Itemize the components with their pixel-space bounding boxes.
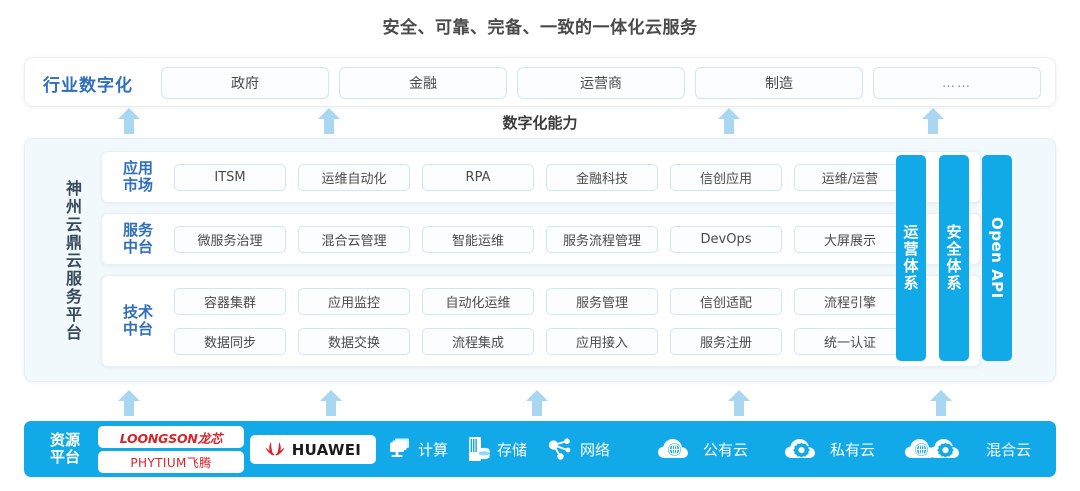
cell-itsm[interactable]: ITSM [174, 164, 286, 191]
up-arrow-icon [718, 108, 740, 134]
cell-data-sync[interactable]: 数据同步 [174, 328, 286, 355]
up-arrow-icon [118, 390, 140, 416]
page-title: 安全、可靠、完备、一致的一体化云服务 [382, 18, 698, 38]
industry-chip-carrier[interactable]: 运营商 [517, 67, 685, 99]
private-cloud-icon [785, 439, 815, 458]
band-technology-platform: 技术 中台 容器集群 应用监控 自动化运维 服务管理 信创适配 流程引擎 数据同… [101, 275, 981, 367]
industry-row: 行业数字化 政府 金融 运营商 制造 …… [24, 57, 1056, 107]
compute-icon [390, 438, 409, 457]
resource-item-private-cloud[interactable]: 私有云 [784, 435, 875, 463]
network-icon [548, 438, 571, 460]
up-arrow-icon [728, 390, 750, 416]
cell-data-exchange[interactable]: 数据交换 [298, 328, 410, 355]
pillar-open-api[interactable]: Open API [982, 155, 1012, 361]
logo-huawei[interactable]: HUAWEI [250, 435, 376, 464]
cell-service-management[interactable]: 服务管理 [546, 288, 658, 315]
resource-item-compute[interactable]: 计算 [386, 435, 448, 463]
cell-app-access[interactable]: 应用接入 [546, 328, 658, 355]
storage-icon [469, 437, 490, 461]
pillar-operations-system[interactable]: 运营体系 [896, 155, 926, 361]
cell-container-cluster[interactable]: 容器集群 [174, 288, 286, 315]
public-cloud-icon [658, 439, 688, 458]
up-arrow-icon [526, 390, 548, 416]
industry-chip-finance[interactable]: 金融 [339, 67, 507, 99]
cell-app-monitoring[interactable]: 应用监控 [298, 288, 410, 315]
cell-microservice-governance[interactable]: 微服务治理 [174, 226, 286, 253]
up-arrow-icon [118, 108, 140, 134]
industry-row-label: 行业数字化 [43, 75, 133, 96]
platform-side-label: 神州云鼎云服务平台 [63, 180, 82, 342]
resource-item-storage[interactable]: 存储 [467, 435, 527, 463]
cell-service-process-management[interactable]: 服务流程管理 [546, 226, 658, 253]
resource-platform-bar: 资源 平台 LOONGSON龙芯 PHYTIUM飞腾 HUAWEI [24, 421, 1056, 477]
cell-large-screen-display[interactable]: 大屏展示 [794, 226, 906, 253]
up-arrow-icon [318, 108, 340, 134]
resource-platform-label: 资源 平台 [49, 430, 80, 466]
industry-chip-government[interactable]: 政府 [161, 67, 329, 99]
cloud-service-platform-panel: 神州云鼎云服务平台 应用 市场 ITSM 运维自动化 RPA 金融科技 信创应用… [24, 138, 1056, 382]
cell-ops-operations[interactable]: 运维/运营 [794, 164, 906, 191]
cell-intelligent-ops[interactable]: 智能运维 [422, 226, 534, 253]
cell-xinchuang-adaptation[interactable]: 信创适配 [670, 288, 782, 315]
industry-chip-more[interactable]: …… [873, 67, 1041, 99]
resource-item-public-cloud[interactable]: 公有云 [657, 435, 748, 463]
industry-chip-manufacturing[interactable]: 制造 [695, 67, 863, 99]
cell-service-registry[interactable]: 服务注册 [670, 328, 782, 355]
band-label-technology-platform: 技术 中台 [122, 303, 153, 338]
resource-item-hybrid-cloud[interactable]: 混合云 [904, 435, 1031, 463]
cell-ops-automation[interactable]: 运维自动化 [298, 164, 410, 191]
up-arrow-icon [930, 390, 952, 416]
cell-automated-ops[interactable]: 自动化运维 [422, 288, 534, 315]
cell-devops[interactable]: DevOps [670, 226, 782, 253]
pillar-security-system[interactable]: 安全体系 [939, 155, 969, 361]
band-label-service-platform: 服务 中台 [122, 221, 153, 256]
capability-label: 数字化能力 [502, 114, 578, 132]
resource-item-network[interactable]: 网络 [548, 435, 610, 463]
cell-hybrid-cloud-management[interactable]: 混合云管理 [298, 226, 410, 253]
band-service-platform: 服务 中台 微服务治理 混合云管理 智能运维 服务流程管理 DevOps 大屏展… [101, 213, 981, 265]
cell-process-integration[interactable]: 流程集成 [422, 328, 534, 355]
cell-xinchuang-app[interactable]: 信创应用 [670, 164, 782, 191]
up-arrow-icon [320, 390, 342, 416]
logo-loongson[interactable]: LOONGSON龙芯 [98, 426, 244, 448]
cell-fintech[interactable]: 金融科技 [546, 164, 658, 191]
logo-phytium[interactable]: PHYTIUM飞腾 [98, 451, 244, 473]
huawei-flower-icon [265, 442, 285, 456]
up-arrow-icon [922, 108, 944, 134]
band-label-application-market: 应用 市场 [122, 159, 153, 194]
hybrid-cloud-icon [905, 439, 959, 458]
cell-unified-auth[interactable]: 统一认证 [794, 328, 906, 355]
cell-rpa[interactable]: RPA [422, 164, 534, 191]
cell-process-engine[interactable]: 流程引擎 [794, 288, 906, 315]
band-application-market: 应用 市场 ITSM 运维自动化 RPA 金融科技 信创应用 运维/运营 [101, 151, 981, 203]
